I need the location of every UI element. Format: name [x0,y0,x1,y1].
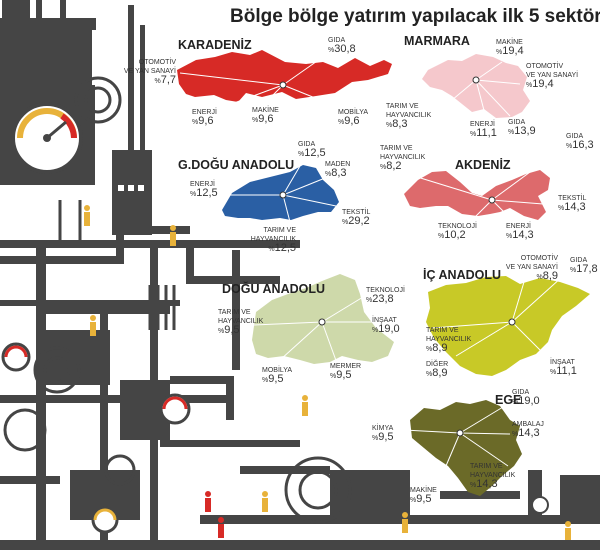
region-name-dogu: DOĞU ANADOLU [222,282,326,296]
map-karadeniz [177,50,392,102]
platform [160,440,300,447]
sector-label: GIDA %30,8 [328,37,356,55]
page-title: Bölge bölge yatırım yapılacak ilk 5 sekt… [230,6,600,27]
wheel-icon [104,454,136,486]
sector-label: TARIM VE HAYVANCILIK %8,2 [380,145,426,172]
map-gdogu [222,165,339,220]
sector-label: İNŞAAT %11,1 [550,359,577,377]
worker-icon [205,491,211,512]
wheel-icon [3,408,47,452]
sector-label: TEKSTİL %14,3 [558,195,587,213]
chimney [140,25,145,155]
pipe [58,200,82,240]
sector-label: MOBİLYA %9,5 [262,367,293,385]
sector-label: TARIM VE HAYVANCILIK %12,5 [250,227,296,254]
platform [200,515,600,524]
machine-block [560,475,600,517]
gauge-icon [91,506,119,534]
sector-label: ENERJİ %12,5 [190,181,218,199]
region-name-gdogu: G.DOĞU ANADOLU [178,158,295,172]
tower-top [2,0,30,20]
wheel-icon [33,346,81,394]
sector-label: TEKSTİL %29,2 [342,209,371,227]
platform [0,300,180,306]
sector-label: TEKNOLOJİ %23,8 [366,287,405,305]
platform [0,395,230,403]
sector-label: DİĞER %8,9 [426,361,449,379]
coil [148,285,176,330]
tower-upper [0,28,92,88]
pipe [0,226,190,264]
gauge-icon [159,393,191,425]
sector-label: OTOMOTİV VE YAN SANAYİ %7,7 [123,59,176,86]
worker-icon [84,205,90,226]
sector-label: GIDA %17,8 [570,257,598,275]
wheel-icon [284,456,352,524]
map-ege [410,400,522,496]
pipe [36,306,170,330]
building [112,150,152,235]
sector-label: MERMER %9,5 [330,363,362,381]
wheel-icon [74,76,122,124]
worker-icon [218,517,224,538]
gauge-icon [11,102,83,174]
map-icanadolu [426,276,590,376]
sector-label: MAKİNE %9,6 [252,107,279,125]
worker-icon [170,225,176,246]
sector-label: İNŞAAT %19,0 [372,317,400,335]
worker-icon [90,315,96,336]
sector-label: GIDA %12,5 [298,141,326,159]
chimney [128,5,134,155]
worker-icon [402,512,408,533]
region-name-karadeniz: KARADENİZ [178,38,252,52]
pipe [186,240,280,284]
ground [0,540,600,550]
sector-label: ENERJİ %9,6 [192,109,217,127]
sector-label: ENERJİ %11,1 [470,121,497,139]
pipe [170,376,234,420]
worker-icon [262,491,268,512]
worker-icon [565,521,571,540]
sector-label: MOBİLYA %9,6 [338,109,369,127]
worker-icon [302,395,308,416]
tower-ledge [0,18,96,30]
sector-label: OTOMOTİV VE YAN SANAYİ %19,4 [526,63,579,90]
gauge-icon [1,342,31,372]
sector-label: ENERJİ %14,3 [506,223,534,241]
sector-label: GIDA %16,3 [566,133,594,151]
region-name-marmara: MARMARA [404,34,470,48]
region-name-icanadolu: İÇ ANADOLU [423,268,502,282]
gauge-icon [531,496,549,514]
sector-label: KİMYA %9,5 [372,425,394,443]
region-name-ege: EGE [495,393,522,407]
map-marmara [422,54,530,118]
sector-label: TARIM VE HAYVANCILIK %14,3 [470,463,516,490]
sector-label: MADEN %8,3 [325,161,351,179]
sector-label: GIDA %13,9 [508,119,536,137]
sector-label: TEKNOLOJİ %10,2 [438,223,477,241]
region-name-akdeniz: AKDENİZ [455,158,511,172]
sector-label: MAKİNE %19,4 [496,39,524,57]
sector-label: AMBALAJ %14,3 [512,421,544,439]
sector-label: OTOMOTİV VE YAN SANAYİ %8,9 [505,255,558,282]
sector-label: GIDA %19,0 [512,389,540,407]
sector-label: TARIM VE HAYVANCILIK %8,3 [386,103,432,130]
sector-label: MAKİNE %9,5 [410,487,437,505]
sector-label: TARIM VE HAYVANCILIK %9,5 [218,309,264,336]
sector-label: TARIM VE HAYVANCILIK %8,9 [426,327,472,354]
